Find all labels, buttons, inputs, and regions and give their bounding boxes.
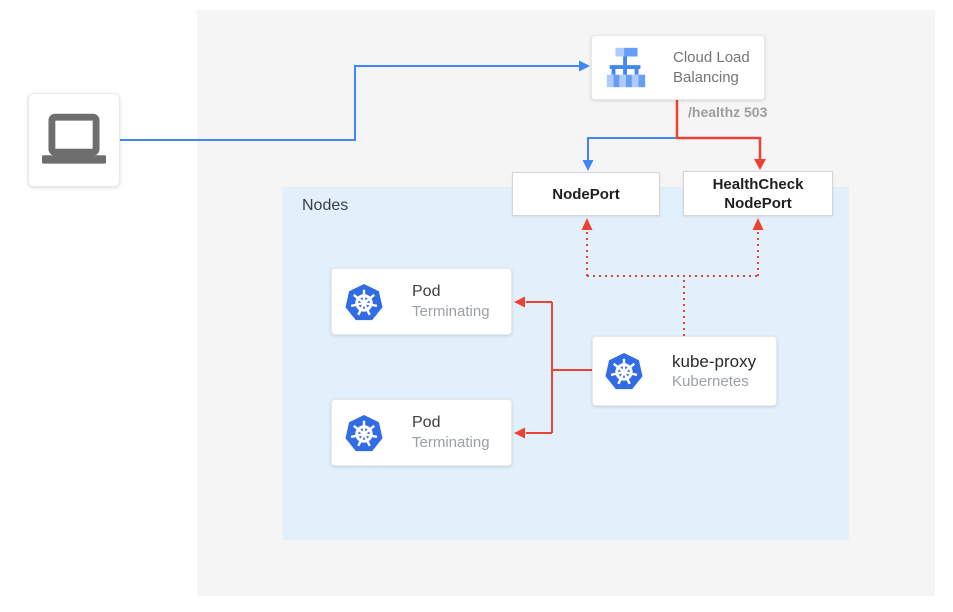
pod-1-label: Pod Terminating <box>412 282 490 321</box>
client-node <box>28 93 120 187</box>
pod-2-label: Pod Terminating <box>412 413 490 452</box>
pod-1-status: Terminating <box>412 303 490 320</box>
kube-proxy-node: kube-proxy Kubernetes <box>592 336 777 406</box>
clb-label-line2: Balancing <box>673 68 739 86</box>
kubernetes-icon <box>345 283 383 320</box>
nodes-panel-label: Nodes <box>302 197 349 214</box>
pod-1-title: Pod <box>412 283 441 300</box>
pod-terminating-node-2: Pod Terminating <box>331 399 512 466</box>
kube-proxy-subtitle: Kubernetes <box>672 372 749 390</box>
cloud-load-balancing-label: Cloud Load Balancing <box>673 48 750 88</box>
pod-2-title: Pod <box>412 414 441 431</box>
kube-proxy-title: kube-proxy <box>672 351 757 371</box>
cloud-load-balancing-node: Cloud Load Balancing <box>591 35 765 100</box>
pod-terminating-node-1: Pod Terminating <box>331 268 512 335</box>
healthcheck-label-line1: HealthCheck <box>712 175 804 193</box>
healthcheck-nodeport-node: HealthCheck NodePort <box>683 171 833 216</box>
nodeport-node: NodePort <box>512 172 660 216</box>
pod-2-status: Terminating <box>412 434 490 451</box>
cloud-load-balancing-icon <box>606 47 646 87</box>
healthz-503-label: /healthz 503 <box>688 104 768 120</box>
clb-label-line1: Cloud Load <box>673 48 750 66</box>
kubernetes-icon <box>345 414 383 451</box>
kubernetes-icon <box>605 353 643 390</box>
kube-proxy-label: kube-proxy Kubernetes <box>672 352 756 391</box>
laptop-icon <box>42 113 106 164</box>
healthcheck-label-line2: NodePort <box>724 194 792 212</box>
nodeport-label: NodePort <box>552 185 620 203</box>
